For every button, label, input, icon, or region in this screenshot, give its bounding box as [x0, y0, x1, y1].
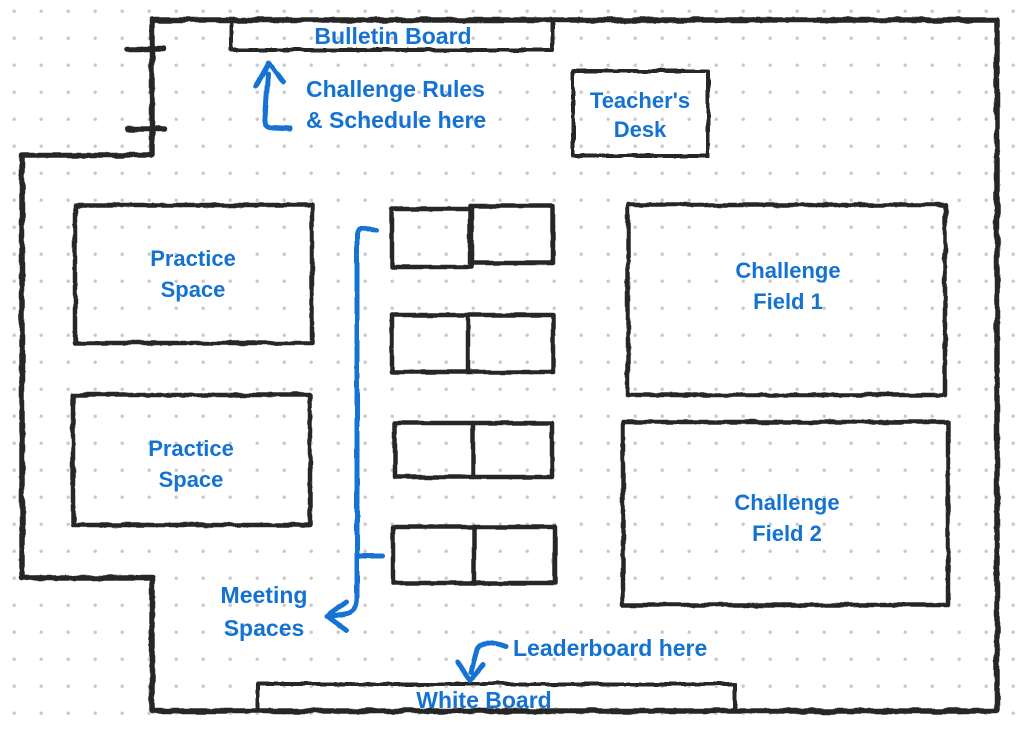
- practice-space-1: [72, 202, 315, 346]
- meeting-table-1: [389, 203, 556, 270]
- challenge-field-1: [625, 202, 948, 398]
- practice-space-1-label-line2: Space: [161, 277, 226, 302]
- practice-space-2-label-line1: Practice: [148, 436, 234, 461]
- leaderboard-arrow-shaft: [468, 640, 509, 675]
- meeting-table-3: [392, 420, 555, 480]
- meeting-spaces-note-line1: Meeting: [221, 582, 308, 608]
- teachers-desk-label-line1: Teacher's: [590, 88, 690, 113]
- challenge-rules-arrow: [253, 60, 293, 132]
- challenge-field-2: [620, 419, 951, 608]
- challenge-rules-arrow-shaft: [262, 71, 293, 132]
- meeting-spaces-arrowhead: [324, 599, 349, 633]
- white-board: [256, 682, 737, 713]
- challenge-field-2-label-line1: Challenge: [734, 490, 839, 515]
- challenge-rules-note-line2: & Schedule here: [306, 107, 486, 133]
- outer-wall: [19, 17, 1000, 714]
- challenge-field-2-label-line2: Field 2: [752, 521, 822, 546]
- leaderboard-arrowhead: [455, 660, 486, 683]
- meeting-spaces-note-line2: Spaces: [224, 615, 305, 641]
- leaderboard-note: Leaderboard here: [513, 635, 707, 661]
- practice-space-2-label-line2: Space: [159, 467, 224, 492]
- challenge-field-1-label-line2: Field 1: [753, 289, 823, 314]
- labels: Bulletin Board Teacher's Desk Challenge …: [148, 23, 840, 713]
- teachers-desk-label-line2: Desk: [614, 117, 667, 142]
- meeting-tables: [389, 203, 558, 586]
- bulletin-board: [229, 18, 554, 52]
- white-board-label: White Board: [416, 687, 551, 713]
- challenge-rules-note-line1: Challenge Rules: [306, 76, 485, 102]
- meeting-spaces-bracket-arrow: [324, 226, 385, 633]
- practice-space-2: [70, 392, 313, 528]
- leaderboard-arrow: [455, 640, 509, 683]
- bulletin-board-label: Bulletin Board: [314, 23, 471, 49]
- challenge-rules-arrowhead: [253, 60, 286, 89]
- meeting-table-4: [390, 524, 558, 586]
- meeting-table-2-outline: [389, 312, 556, 375]
- meeting-spaces-bracket: [329, 226, 380, 619]
- challenge-field-1-label-line1: Challenge: [735, 258, 840, 283]
- practice-space-1-label-line1: Practice: [150, 246, 236, 271]
- teachers-desk: [571, 69, 710, 158]
- meeting-table-1-right: [467, 203, 556, 266]
- meeting-table-2: [389, 312, 556, 375]
